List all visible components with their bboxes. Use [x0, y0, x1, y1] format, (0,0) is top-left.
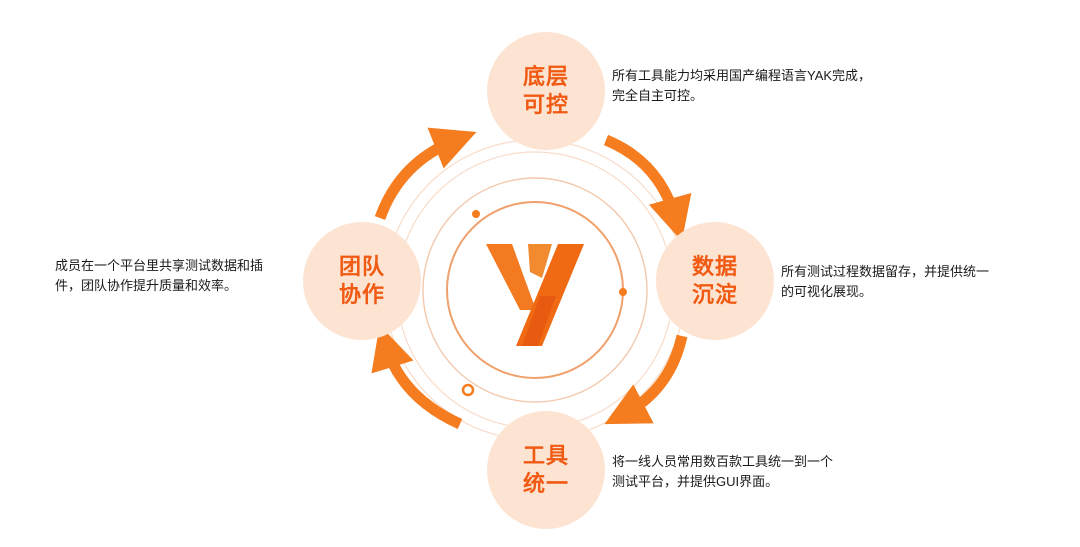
description-right: 所有测试过程数据留存，并提供统一 的可视化展现。 — [781, 262, 989, 302]
inner-ring — [446, 201, 624, 379]
description-line: 所有工具能力均采用国产编程语言YAK完成， — [612, 68, 872, 83]
node-data-accumulation: 数据沉淀 — [656, 222, 774, 340]
description-line: 成员在一个平台里共享测试数据和插 — [55, 258, 264, 273]
inner-ring-outer — [422, 177, 648, 403]
description-line: 测试平台，并提供GUI界面。 — [612, 474, 779, 489]
description-line: 完全自主可控。 — [612, 88, 704, 103]
description-line: 所有测试过程数据留存，并提供统一 — [781, 264, 990, 279]
outer-ring — [384, 139, 686, 441]
description-line: 将一线人员常用数百款工具统一到一个 — [612, 454, 834, 469]
description-top: 所有工具能力均采用国产编程语言YAK完成， 完全自主可控。 — [612, 66, 871, 106]
node-bottom-layer-control: 底层可控 — [487, 32, 605, 150]
node-label: 工具统一 — [522, 443, 569, 496]
arrow-left-to-top — [374, 127, 477, 220]
description-bottom: 将一线人员常用数百款工具统一到一个 测试平台，并提供GUI界面。 — [612, 452, 833, 492]
node-label: 团队协作 — [338, 254, 385, 307]
arrow-bottom-to-left — [371, 324, 463, 430]
middle-ring — [396, 151, 674, 429]
orbit-dot — [472, 210, 480, 218]
description-line: 的可视化展现。 — [781, 284, 873, 299]
description-left: 成员在一个平台里共享测试数据和插 件，团队协作提升质量和效率。 — [55, 256, 263, 296]
description-line: 件，团队协作提升质量和效率。 — [55, 278, 238, 293]
arrow-top-to-right — [603, 134, 692, 242]
orbit-dot — [461, 383, 475, 397]
arrow-right-to-bottom — [604, 334, 688, 425]
yak-logo-icon — [486, 244, 584, 346]
node-tool-unification: 工具统一 — [487, 411, 605, 529]
node-team-collaboration: 团队协作 — [303, 222, 421, 340]
node-label: 数据沉淀 — [691, 254, 738, 307]
orbit-dot — [619, 288, 627, 296]
node-label: 底层可控 — [522, 64, 569, 117]
